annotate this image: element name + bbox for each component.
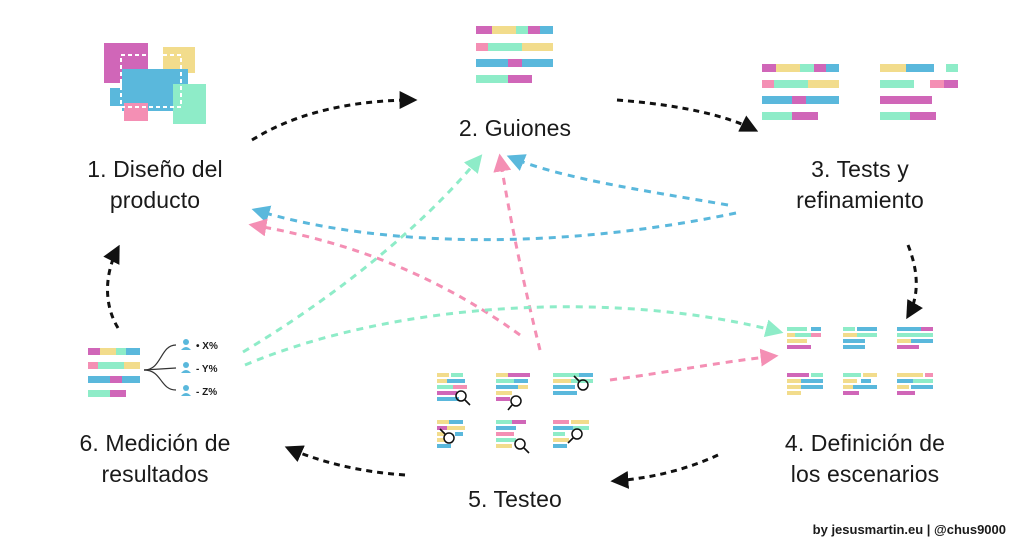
results-icon: [88, 339, 191, 397]
step-4-label: 4. Definición de los escenarios: [784, 430, 946, 487]
step-1-label: 1. Diseño del producto: [87, 156, 223, 213]
metric-y: - Y%: [196, 364, 218, 375]
credit-footer: by jesusmartin.eu | @chus9000: [812, 522, 1006, 537]
step-5-label: 5. Testeo: [468, 486, 562, 512]
tests-icon: [762, 64, 958, 120]
product-design-icon: [104, 43, 206, 124]
scenarios-icon: [787, 327, 933, 395]
cycle-arrows: [103, 91, 923, 489]
step-3-label: 3. Tests y refinamiento: [796, 156, 924, 213]
feedback-arrows: [242, 153, 784, 382]
testing-icon: [437, 373, 593, 454]
script-icon: [476, 26, 553, 83]
step-2-label: 2. Guiones: [458, 115, 572, 141]
metric-list: • X% - Y% - Z%: [196, 335, 218, 404]
step-6-label: 6. Medición de resultados: [79, 430, 231, 487]
metric-x: • X%: [196, 341, 218, 352]
metric-z: - Z%: [196, 387, 218, 398]
